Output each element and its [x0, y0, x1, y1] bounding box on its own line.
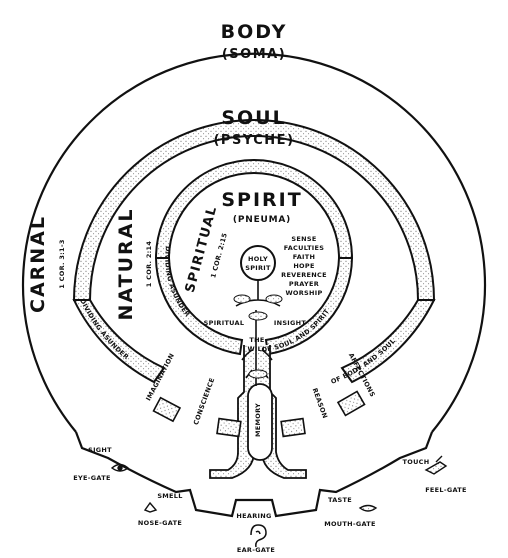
eye-icon: [110, 463, 130, 472]
sense-gates-outline: [74, 431, 434, 518]
faculty-hope: HOPE: [293, 262, 314, 270]
spiritual-ref: 1 COR. 2:15: [209, 232, 229, 279]
gate-feel: FEEL-GATE: [425, 486, 467, 494]
faculty-faculties: FACULTIES: [284, 244, 325, 252]
body-title: BODY: [221, 21, 288, 43]
mouth-icon: [358, 504, 378, 512]
spirit-faculties-list: SENSE FACULTIES FAITH HOPE REVERENCE PRA…: [281, 235, 327, 297]
carnal-label: CARNAL: [27, 215, 49, 313]
nose-icon: [143, 501, 158, 513]
faculty-worship: WORSHIP: [285, 289, 322, 297]
soul-title: SOUL: [221, 107, 286, 129]
reason-label: REASON: [311, 387, 329, 420]
faculty-prayer: PRAYER: [289, 280, 319, 288]
spirit-subtitle: (PNEUMA): [233, 215, 291, 225]
carnal-ref: 1 COR. 3:1-3: [58, 239, 66, 288]
will-line1: THE: [249, 336, 264, 344]
faculty-reverence: REVERENCE: [281, 271, 327, 279]
gate-nose: NOSE-GATE: [138, 519, 182, 527]
sense-sight: SIGHT: [88, 446, 112, 454]
body-boundary: [21, 52, 487, 433]
sense-smell: SMELL: [157, 492, 182, 500]
gate-eye: EYE-GATE: [73, 474, 110, 482]
sense-touch: TOUCH: [403, 458, 430, 466]
natural-ref: 1 COR. 2:14: [145, 241, 153, 288]
natural-label: NATURAL: [115, 208, 137, 321]
spirit-ring: [154, 159, 354, 356]
holy-spirit-line2: SPIRIT: [245, 264, 271, 272]
body-subtitle: (SOMA): [222, 47, 286, 62]
ear-icon: [250, 524, 267, 548]
spirit-title: SPIRIT: [221, 189, 302, 211]
holy-spirit-circle: [240, 245, 276, 281]
hand-icon: [424, 455, 448, 475]
faculty-faith: FAITH: [293, 253, 316, 261]
soul-ring: [72, 119, 436, 384]
holy-spirit-line1: HOLY: [248, 255, 268, 263]
spiritual-label: SPIRITUAL: [183, 204, 221, 294]
faculty-blocks: [152, 390, 366, 438]
tree-leaves: [233, 294, 283, 379]
faculty-sense: SENSE: [291, 235, 316, 243]
gate-mouth: MOUTH-GATE: [324, 520, 376, 528]
soul-subtitle: (PSYCHE): [213, 133, 294, 148]
memory-label: MEMORY: [254, 403, 262, 437]
gate-ear: EAR-GATE: [237, 546, 275, 554]
will-line2: WILL: [247, 345, 266, 353]
conscience-label: CONSCIENCE: [192, 377, 217, 426]
spiritual-insight-word1: SPIRITUAL: [204, 319, 245, 327]
sense-hearing: HEARING: [236, 512, 271, 520]
sense-taste: TASTE: [328, 496, 352, 504]
spiritual-insight-word2: INSIGHT: [274, 319, 307, 327]
